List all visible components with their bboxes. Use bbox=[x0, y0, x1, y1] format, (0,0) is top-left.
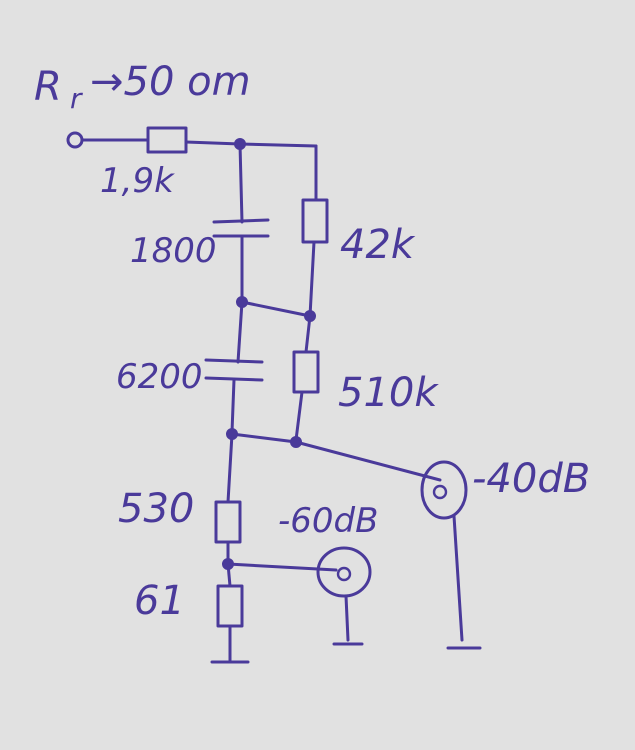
right-wire-mid bbox=[308, 240, 316, 318]
capacitor-mid-label: 6200 bbox=[116, 357, 203, 397]
output-connector-lower bbox=[316, 546, 372, 598]
left-wire-bottom bbox=[230, 378, 236, 434]
input-resistor bbox=[146, 126, 188, 154]
capacitor-top-label: 1800 bbox=[130, 231, 217, 271]
output-lower-ground-wire bbox=[344, 594, 350, 642]
bottom-wire-upper bbox=[226, 432, 234, 504]
mid-cross-wire bbox=[240, 300, 312, 318]
output-connector-lower-pin bbox=[336, 566, 352, 582]
resistor-bottom-upper-label: 530 bbox=[118, 486, 194, 532]
impedance-subscript: r bbox=[70, 82, 83, 115]
output-connector-right-pin bbox=[432, 484, 448, 500]
output-connector-right bbox=[420, 460, 468, 520]
left-wire-top bbox=[238, 142, 244, 224]
left-wire-lower bbox=[236, 300, 244, 364]
lower-cross-wire bbox=[230, 432, 442, 482]
output-lower-label: -60dB bbox=[278, 501, 378, 541]
capacitor-mid-plate-1 bbox=[204, 358, 264, 364]
resistor-mid bbox=[292, 350, 320, 394]
resistor-bottom-lower-label: 61 bbox=[134, 578, 185, 624]
impedance-label: R bbox=[34, 64, 62, 110]
resistor-mid-label: 510k bbox=[338, 370, 439, 416]
output-right-ground-wire bbox=[452, 514, 464, 642]
right-wire-bottom bbox=[294, 390, 304, 442]
impedance-value: →50 om bbox=[90, 59, 251, 105]
bottom-wire-lower bbox=[226, 562, 232, 588]
capacitor-top-plate-1 bbox=[212, 218, 270, 224]
output-right-label: -40dB bbox=[472, 456, 590, 502]
input-resistor-label: 1,9k bbox=[100, 161, 175, 201]
right-wire-lower bbox=[304, 314, 312, 354]
resistor-top-label: 42k bbox=[340, 222, 416, 268]
